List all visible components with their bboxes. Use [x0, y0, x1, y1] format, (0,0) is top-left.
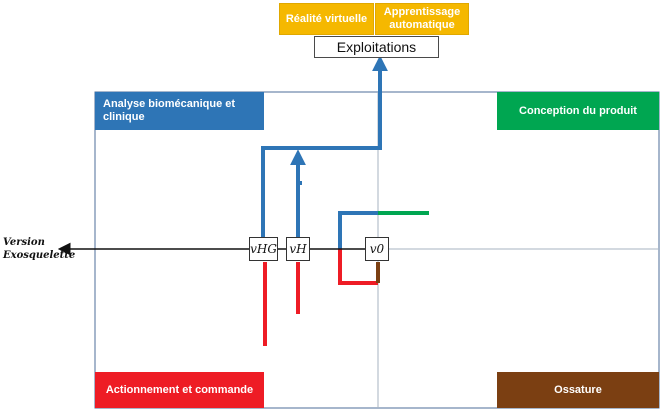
realite-virtuelle-label: Réalité virtuelle	[285, 12, 368, 25]
analyse-biomecanique-box: Analyse biomécanique et clinique	[95, 92, 264, 130]
quadrant-frame	[94, 91, 660, 409]
version-node-vhg: vHG	[249, 237, 278, 261]
conception-produit-box: Conception du produit	[497, 92, 659, 130]
ossature-label: Ossature	[554, 383, 602, 396]
apprentissage-automatique-box: Apprentissage automatique	[375, 3, 469, 35]
realite-virtuelle-box: Réalité virtuelle	[279, 3, 374, 35]
actionnement-commande-label: Actionnement et commande	[105, 383, 254, 396]
version-node-vh: vH	[286, 237, 310, 261]
version-vh-label: vH	[289, 242, 307, 256]
loop-vh-blue-top	[338, 211, 378, 249]
exploitations-box: Exploitations	[314, 36, 439, 58]
loop-v0-red	[338, 249, 378, 285]
conception-produit-label: Conception du produit	[519, 104, 637, 117]
analyse-biomecanique-label: Analyse biomécanique et clinique	[103, 98, 236, 123]
actionnement-commande-box: Actionnement et commande	[95, 372, 264, 408]
ossature-box: Ossature	[497, 372, 659, 408]
version-node-v0: v0	[365, 237, 389, 261]
apprentissage-automatique-label: Apprentissage automatique	[383, 6, 461, 31]
flow-vhg-to-exploitations	[261, 55, 388, 237]
version-vhg-label: vHG	[250, 242, 277, 256]
exploitations-label: Exploitations	[336, 38, 417, 55]
version-v0-label: v0	[369, 242, 385, 256]
version-exosquelette-label: Version Exosquelette	[3, 237, 76, 261]
